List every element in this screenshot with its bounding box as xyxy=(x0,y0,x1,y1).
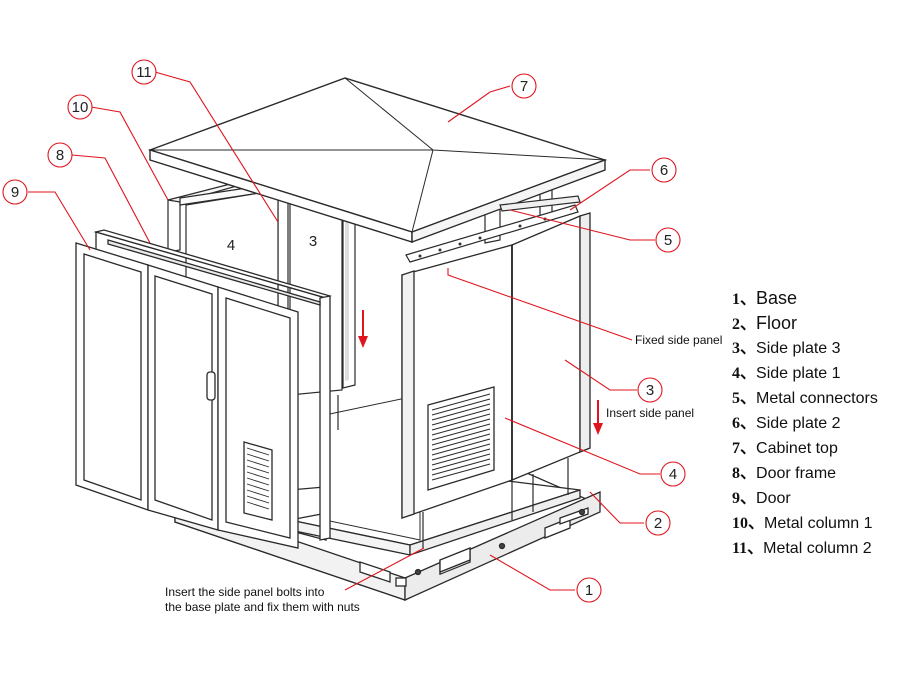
metal-connectors xyxy=(405,195,581,263)
legend-label: Side plate 1 xyxy=(756,365,841,382)
svg-text:1: 1 xyxy=(585,582,593,599)
callout-1: 1 xyxy=(576,577,602,603)
callout-3-right: 3 xyxy=(637,377,663,403)
legend-label: Side plate 3 xyxy=(756,340,841,357)
legend-number: 9、 xyxy=(732,490,757,507)
legend-number: 11、 xyxy=(732,540,764,557)
legend-item: 10、Metal column 1 xyxy=(732,511,878,536)
legend-number: 4、 xyxy=(732,365,757,382)
legend-label: Side plate 2 xyxy=(756,415,841,432)
doors xyxy=(75,242,299,549)
legend-label: Door frame xyxy=(756,465,837,482)
panel-bolts xyxy=(337,395,569,548)
legend-number: 8、 xyxy=(732,465,757,482)
legend-number: 2、 xyxy=(732,316,757,333)
legend-label: Metal connectors xyxy=(756,390,878,407)
svg-text:4: 4 xyxy=(669,466,677,483)
legend-item: 11、Metal column 2 xyxy=(732,536,878,561)
svg-text:8: 8 xyxy=(56,147,64,164)
svg-text:3: 3 xyxy=(646,382,654,399)
note-insert-side-panel: Insert side panel xyxy=(606,406,694,420)
callout-8: 8 xyxy=(47,142,73,168)
label-4-inner: 4 xyxy=(227,237,235,254)
svg-text:5: 5 xyxy=(664,232,672,249)
note-bolts-line2: the base plate and fix them with nuts xyxy=(165,600,360,614)
legend-item: 7、Cabinet top xyxy=(732,436,878,461)
note-bolts-line1: Insert the side panel bolts into xyxy=(165,585,325,599)
callout-2: 2 xyxy=(645,510,671,536)
svg-text:6: 6 xyxy=(660,162,668,179)
callout-5: 5 xyxy=(655,227,681,253)
callout-6: 6 xyxy=(651,157,677,183)
legend-item: 6、Side plate 2 xyxy=(732,411,878,436)
legend-label: Floor xyxy=(756,313,798,333)
callout-7: 7 xyxy=(511,73,537,99)
legend-item: 4、Side plate 1 xyxy=(732,361,878,386)
legend-number: 7、 xyxy=(732,440,757,457)
legend-label: Metal column 1 xyxy=(764,515,873,532)
callout-11: 11 xyxy=(131,59,157,85)
legend-item: 2、Floor xyxy=(732,311,878,336)
legend-number: 1、 xyxy=(732,291,757,308)
legend-item: 8、Door frame xyxy=(732,461,878,486)
legend-label: Cabinet top xyxy=(756,440,838,457)
legend-number: 10、 xyxy=(732,515,765,532)
note-fixed-side-panel: Fixed side panel xyxy=(635,333,722,347)
side-vent xyxy=(427,386,495,491)
callout-4-right: 4 xyxy=(660,461,686,487)
svg-text:9: 9 xyxy=(11,184,19,201)
legend-item: 3、Side plate 3 xyxy=(732,336,878,361)
insert-arrows xyxy=(358,310,603,435)
legend-item: 5、Metal connectors xyxy=(732,386,878,411)
callouts: 11 10 8 9 7 6 5 3 xyxy=(2,59,686,603)
label-3-inner: 3 xyxy=(309,233,317,250)
legend-item: 1、Base xyxy=(732,286,878,311)
legend-item: 9、Door xyxy=(732,486,878,511)
legend-number: 3、 xyxy=(732,340,757,357)
svg-text:11: 11 xyxy=(136,64,152,81)
legend-label: Base xyxy=(756,288,798,308)
legend-label: Metal column 2 xyxy=(763,540,872,557)
leader-lines xyxy=(28,71,660,591)
legend-number: 5、 xyxy=(732,390,757,407)
legend-label: Door xyxy=(756,490,791,507)
legend-number: 6、 xyxy=(732,415,757,432)
callout-9: 9 xyxy=(2,179,28,205)
door-frame xyxy=(93,229,332,541)
svg-text:7: 7 xyxy=(520,78,528,95)
cabinet-top xyxy=(147,77,608,244)
floor xyxy=(289,394,581,556)
svg-text:10: 10 xyxy=(72,99,89,116)
callout-10: 10 xyxy=(67,94,93,120)
svg-text:2: 2 xyxy=(654,515,662,532)
